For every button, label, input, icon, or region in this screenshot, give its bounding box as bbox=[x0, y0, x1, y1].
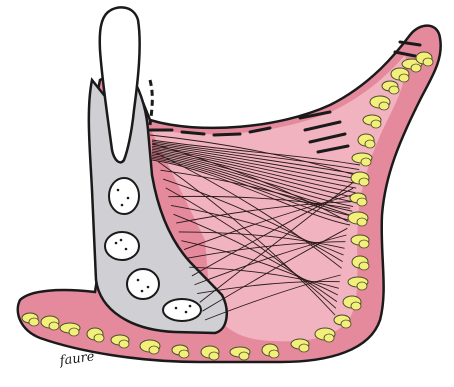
marrow-island bbox=[105, 232, 139, 260]
gland-lobule bbox=[29, 318, 39, 326]
gland-lobule bbox=[119, 340, 129, 348]
gland-lobule bbox=[399, 74, 409, 82]
gland-lobule bbox=[149, 346, 159, 354]
gland-lobule bbox=[371, 120, 381, 128]
gland-lobule bbox=[351, 302, 361, 310]
gland-lobule bbox=[94, 334, 104, 342]
gland-lobule bbox=[239, 352, 249, 360]
gland-lobule bbox=[49, 322, 59, 330]
gland-lobule bbox=[389, 86, 399, 94]
gland-lobule bbox=[357, 218, 367, 226]
marrow-island bbox=[127, 269, 159, 299]
gland-lobule bbox=[359, 178, 369, 186]
gland-lobule bbox=[379, 102, 389, 110]
gland-lobule bbox=[179, 350, 189, 358]
marrow-island bbox=[109, 178, 139, 214]
gland-lobule bbox=[359, 262, 369, 270]
gland-lobule bbox=[357, 282, 367, 290]
gland-lobule bbox=[359, 240, 369, 248]
marrow-island bbox=[163, 299, 201, 321]
gland-lobule bbox=[423, 58, 433, 66]
gland-lobule bbox=[357, 198, 367, 206]
gland-lobule bbox=[411, 64, 421, 72]
gland-lobule bbox=[299, 344, 309, 352]
gland-lobule bbox=[365, 140, 375, 148]
gland-lobule bbox=[69, 328, 79, 336]
gland-lobule bbox=[341, 320, 351, 328]
gland-lobule bbox=[324, 334, 334, 342]
gland-lobule bbox=[209, 352, 219, 360]
gland-lobule bbox=[269, 350, 279, 358]
gland-lobule bbox=[361, 158, 371, 166]
